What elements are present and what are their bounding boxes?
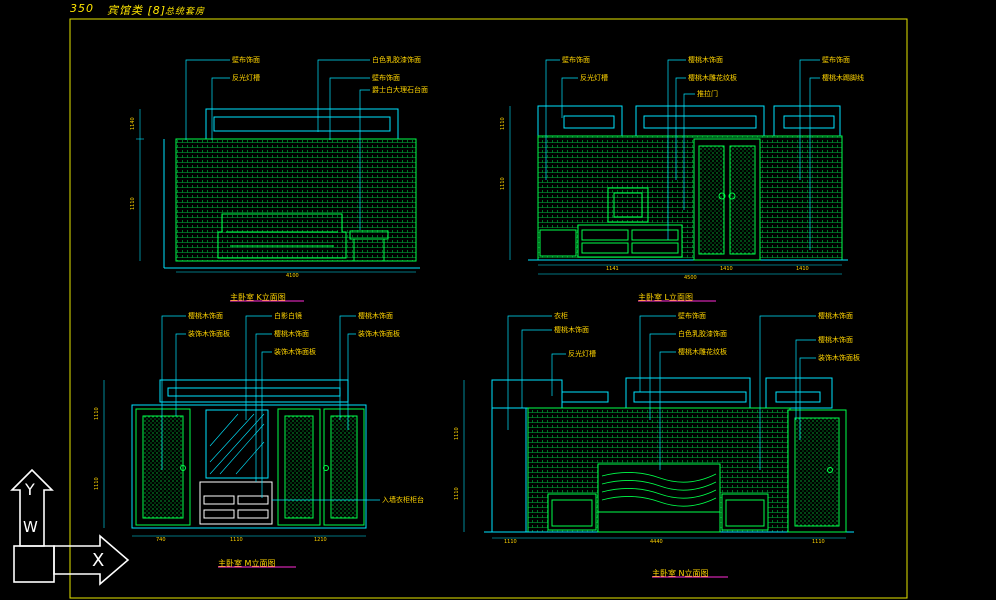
- elevation-k: [136, 59, 420, 273]
- label-l-2: 反光灯槽: [580, 74, 608, 82]
- label-n-2: 樱桃木饰面: [554, 326, 589, 334]
- dim-l-bottom-1: 1141: [606, 266, 619, 272]
- label-m-6: 樱桃木饰面: [358, 312, 393, 320]
- sheet-border: [69, 18, 908, 599]
- elevation-l: [509, 59, 848, 275]
- label-m-7: 装饰木饰面板: [358, 330, 400, 338]
- label-k-5: 爵士白大理石台面: [372, 86, 428, 94]
- dim-m-left-1: 1110: [94, 407, 100, 420]
- label-l-5: 推拉门: [697, 90, 718, 98]
- label-m-8: 入墙衣柜柜台: [382, 496, 424, 504]
- label-n-5: 白色乳胶漆饰面: [678, 330, 727, 338]
- label-k-4: 壁布饰面: [372, 74, 400, 82]
- ucs-y-label: Y: [25, 480, 35, 499]
- dim-l-bottom-2: 1410: [720, 266, 733, 272]
- dim-l-total: 4500: [684, 275, 697, 281]
- page-number: 350: [70, 2, 94, 15]
- label-l-3: 樱桃木饰面: [688, 56, 723, 64]
- dim-k-left-2: 1110: [130, 197, 136, 210]
- dim-m-bottom-1: 740: [156, 537, 166, 543]
- label-n-6: 樱桃木雕花纹板: [678, 348, 727, 356]
- ucs-w-label: W: [23, 518, 38, 536]
- label-n-4: 壁布饰面: [678, 312, 706, 320]
- ucs-icon: [10, 468, 130, 586]
- label-m-5: 装饰木饰面板: [274, 348, 316, 356]
- label-n-9: 装饰木饰面板: [818, 354, 860, 362]
- caption-view-l: 主卧室 L立面图: [638, 293, 693, 302]
- label-m-1: 樱桃木饰面: [188, 312, 223, 320]
- sheet-subtitle: 总统套房: [165, 7, 206, 17]
- label-l-7: 樱桃木踢脚线: [822, 74, 864, 82]
- label-n-1: 衣柜: [554, 312, 568, 320]
- label-k-2: 反光灯槽: [232, 74, 260, 82]
- dim-l-left-2: 1110: [500, 177, 506, 190]
- caption-view-n: 主卧室 N立面图: [652, 569, 709, 578]
- dim-n-left-2: 1110: [454, 487, 460, 500]
- label-l-1: 壁布饰面: [562, 56, 590, 64]
- ucs-x-label: X: [92, 550, 105, 571]
- label-n-7: 樱桃木饰面: [818, 312, 853, 320]
- dim-l-bottom-3: 1410: [796, 266, 809, 272]
- dim-k-left-1: 1140: [130, 117, 136, 130]
- label-m-2: 装饰木饰面板: [188, 330, 230, 338]
- elevation-m: [103, 315, 380, 537]
- dim-n-bottom-2: 4440: [650, 539, 663, 545]
- label-n-3: 反光灯槽: [568, 350, 596, 358]
- dim-n-bottom-3: 1110: [812, 539, 825, 545]
- sheet-title: 宾馆类 [8]: [107, 4, 167, 17]
- dim-n-bottom-1: 1110: [504, 539, 517, 545]
- label-m-3: 白影白镜: [274, 312, 302, 320]
- label-l-4: 樱桃木雕花纹板: [688, 74, 737, 82]
- label-n-8: 樱桃木饰面: [818, 336, 853, 344]
- label-l-6: 壁布饰面: [822, 56, 850, 64]
- dim-m-left-2: 1110: [94, 477, 100, 490]
- caption-view-m: 主卧室 M立面图: [218, 559, 276, 568]
- dim-l-left-1: 1110: [500, 117, 506, 130]
- dim-m-bottom-3: 1210: [314, 537, 327, 543]
- label-k-1: 壁布饰面: [232, 56, 260, 64]
- dim-m-bottom-2: 1110: [230, 537, 243, 543]
- label-k-3: 白色乳胶漆饰面: [372, 56, 421, 64]
- caption-view-k: 主卧室 K立面图: [230, 293, 286, 302]
- label-m-4: 樱桃木饰面: [274, 330, 309, 338]
- dim-k-bottom: 4100: [286, 273, 299, 279]
- dim-n-left-1: 1110: [454, 427, 460, 440]
- elevation-n: [463, 315, 854, 539]
